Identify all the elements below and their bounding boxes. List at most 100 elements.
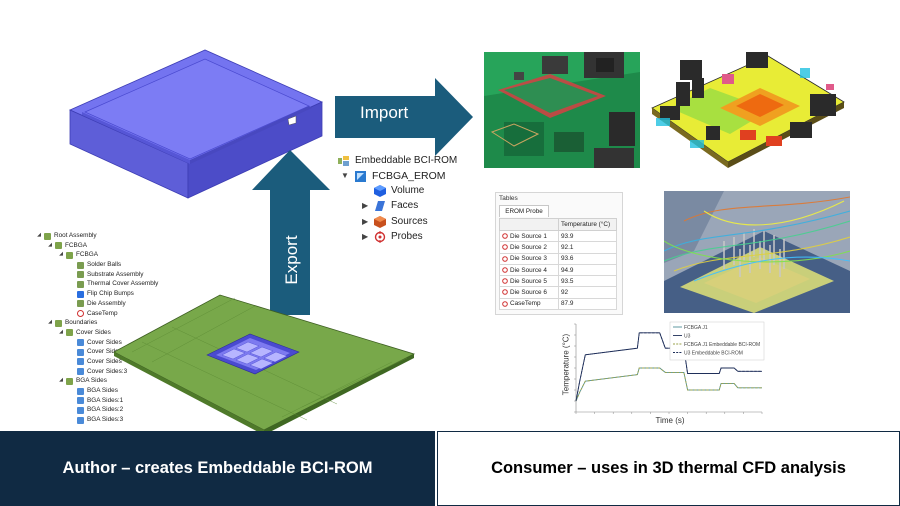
probe-name: Die Source 1	[510, 232, 547, 240]
fcbga-board-3d-model	[113, 294, 416, 435]
tree-item[interactable]: Substrate Assembly	[36, 270, 186, 280]
tree-item-label: Solder Balls	[87, 261, 122, 269]
face-icon	[77, 387, 84, 395]
probe-temperature-value: 93.5	[558, 275, 617, 288]
face-icon	[77, 397, 84, 405]
probe-icon	[502, 244, 508, 251]
legend-box	[669, 321, 765, 361]
probe-name: Die Source 3	[510, 255, 547, 263]
probe-temperature-value: 92.1	[558, 241, 617, 254]
tree-item[interactable]: ◢ BGA Sides	[36, 376, 186, 386]
probe-icon	[502, 233, 508, 239]
tree-item-label: Cover Sides:3	[87, 367, 128, 375]
legend-entry: FCBGA J1 Embeddable BCI-ROM	[684, 342, 760, 348]
tree-item-label: Substrate Assembly	[87, 270, 144, 278]
table-row[interactable]: Die Source 4 94.9	[499, 263, 617, 277]
tree-item[interactable]: Cover Sides:3	[36, 367, 186, 377]
tree-item[interactable]: ◢Cover Sides	[36, 328, 186, 338]
assembly-icon	[55, 319, 62, 327]
face-icon	[375, 201, 385, 211]
tab-erom-probe[interactable]: EROM Probe	[499, 205, 549, 217]
probe-name-cell: Die Source 1	[499, 229, 559, 243]
tree-item[interactable]: Cover Sides	[36, 347, 186, 357]
tree-item-label: Boundaries	[65, 319, 98, 327]
tree-item[interactable]: Solder Balls	[36, 260, 186, 270]
face-icon	[77, 339, 84, 347]
cube-icon	[77, 290, 84, 298]
import-arrow	[335, 78, 473, 156]
tree-item[interactable]: BGA Sides:1	[36, 396, 186, 406]
probe-name: Die Source 4	[510, 266, 547, 274]
tree-item[interactable]: Thermal Cover Assembly	[36, 279, 186, 289]
rom-tree-item-label: Sources	[391, 216, 428, 227]
tree-item[interactable]: Die Assembly	[36, 299, 186, 309]
tree-item[interactable]: ◢FCBGA	[36, 250, 186, 260]
rom-tree-child-label: FCBGA_EROM	[372, 170, 446, 182]
cube-icon	[374, 185, 386, 197]
expand-down-icon[interactable]: ◢	[59, 328, 63, 335]
pcb-component-render	[484, 52, 640, 168]
author-banner-text: Author – creates Embeddable BCI-ROM	[62, 459, 373, 477]
series-line	[575, 367, 762, 402]
table-row[interactable]: Die Source 1 93.9	[499, 229, 617, 243]
expand-down-icon[interactable]: ◢	[48, 319, 52, 326]
part-icon	[77, 300, 84, 308]
probe-name: CaseTemp	[510, 300, 541, 308]
tree-item-label: BGA Sides	[76, 377, 107, 385]
tables-title: Tables	[499, 195, 518, 202]
tree-item[interactable]: Cover Sides	[36, 357, 186, 367]
tree-item-label: Cover Sides	[87, 338, 122, 346]
part-icon	[77, 271, 84, 279]
tree-item[interactable]: ◢ Root Assembly	[36, 231, 186, 241]
part-icon	[77, 261, 84, 269]
face-icon	[77, 368, 84, 376]
expand-down-icon[interactable]: ◢	[48, 241, 52, 248]
expand-down-icon: ▼	[341, 171, 349, 180]
export-arrow	[252, 150, 330, 315]
probe-name: Die Source 2	[510, 243, 547, 251]
assembly-icon	[66, 329, 73, 337]
consumer-banner-text: Consumer – uses in 3D thermal CFD analys…	[491, 459, 846, 477]
tree-item[interactable]: BGA Sides:3	[36, 415, 186, 425]
probe-temperature-value: 94.9	[558, 263, 617, 277]
probe-name: Die Source 6	[510, 289, 547, 297]
face-icon	[77, 348, 84, 356]
thermal-result-render	[651, 52, 845, 168]
probe-name-cell: Die Source 5	[499, 275, 559, 288]
tree-item[interactable]: CaseTemp	[36, 309, 186, 319]
expand-down-icon[interactable]: ◢	[59, 251, 63, 258]
probe-temperature-value: 93.9	[558, 229, 617, 243]
expand-down-icon[interactable]: ◢	[59, 377, 63, 384]
tree-item-label: BGA Sides:1	[87, 396, 124, 404]
tree-item[interactable]: Flip Chip Bumps	[36, 289, 186, 299]
assembly-icon	[55, 242, 62, 250]
assembly-icon	[338, 156, 349, 166]
face-icon	[77, 358, 84, 366]
tree-item[interactable]: ◢FCBGA	[36, 241, 186, 251]
tree-item-label: Cover Sides	[87, 348, 122, 356]
rom-tree: Embeddable BCI-ROM ▼ FCBGA_EROM Volume ▶…	[336, 153, 481, 253]
author-banner: Author – creates Embeddable BCI-ROM	[0, 431, 435, 506]
rom-tree-item-label: Faces	[391, 200, 419, 211]
tree-item-label: Cover Sides	[87, 357, 122, 365]
probe-name-cell: Die Source 4	[499, 263, 559, 277]
expand-down-icon[interactable]: ◢	[37, 232, 41, 238]
chart-x-axis-label: Time (s)	[655, 416, 685, 425]
tree-item[interactable]: BGA Sides:2	[36, 405, 186, 415]
tree-item[interactable]: BGA Sides	[36, 386, 186, 396]
export-label: Export	[282, 235, 301, 285]
tree-item[interactable]: Cover Sides	[36, 338, 186, 348]
table-row[interactable]: Die Source 2 92.1	[499, 241, 617, 254]
tree-item-label: Die Assembly	[87, 299, 126, 307]
tree-item-label: BGA Sides:2	[87, 406, 124, 414]
probe-name-cell: Die Source 2	[499, 241, 559, 254]
tree-item[interactable]: ◢ Boundaries	[36, 318, 186, 328]
tree-item-label: Root Assembly	[54, 232, 97, 239]
thermal-cover-3d-model	[69, 49, 323, 199]
